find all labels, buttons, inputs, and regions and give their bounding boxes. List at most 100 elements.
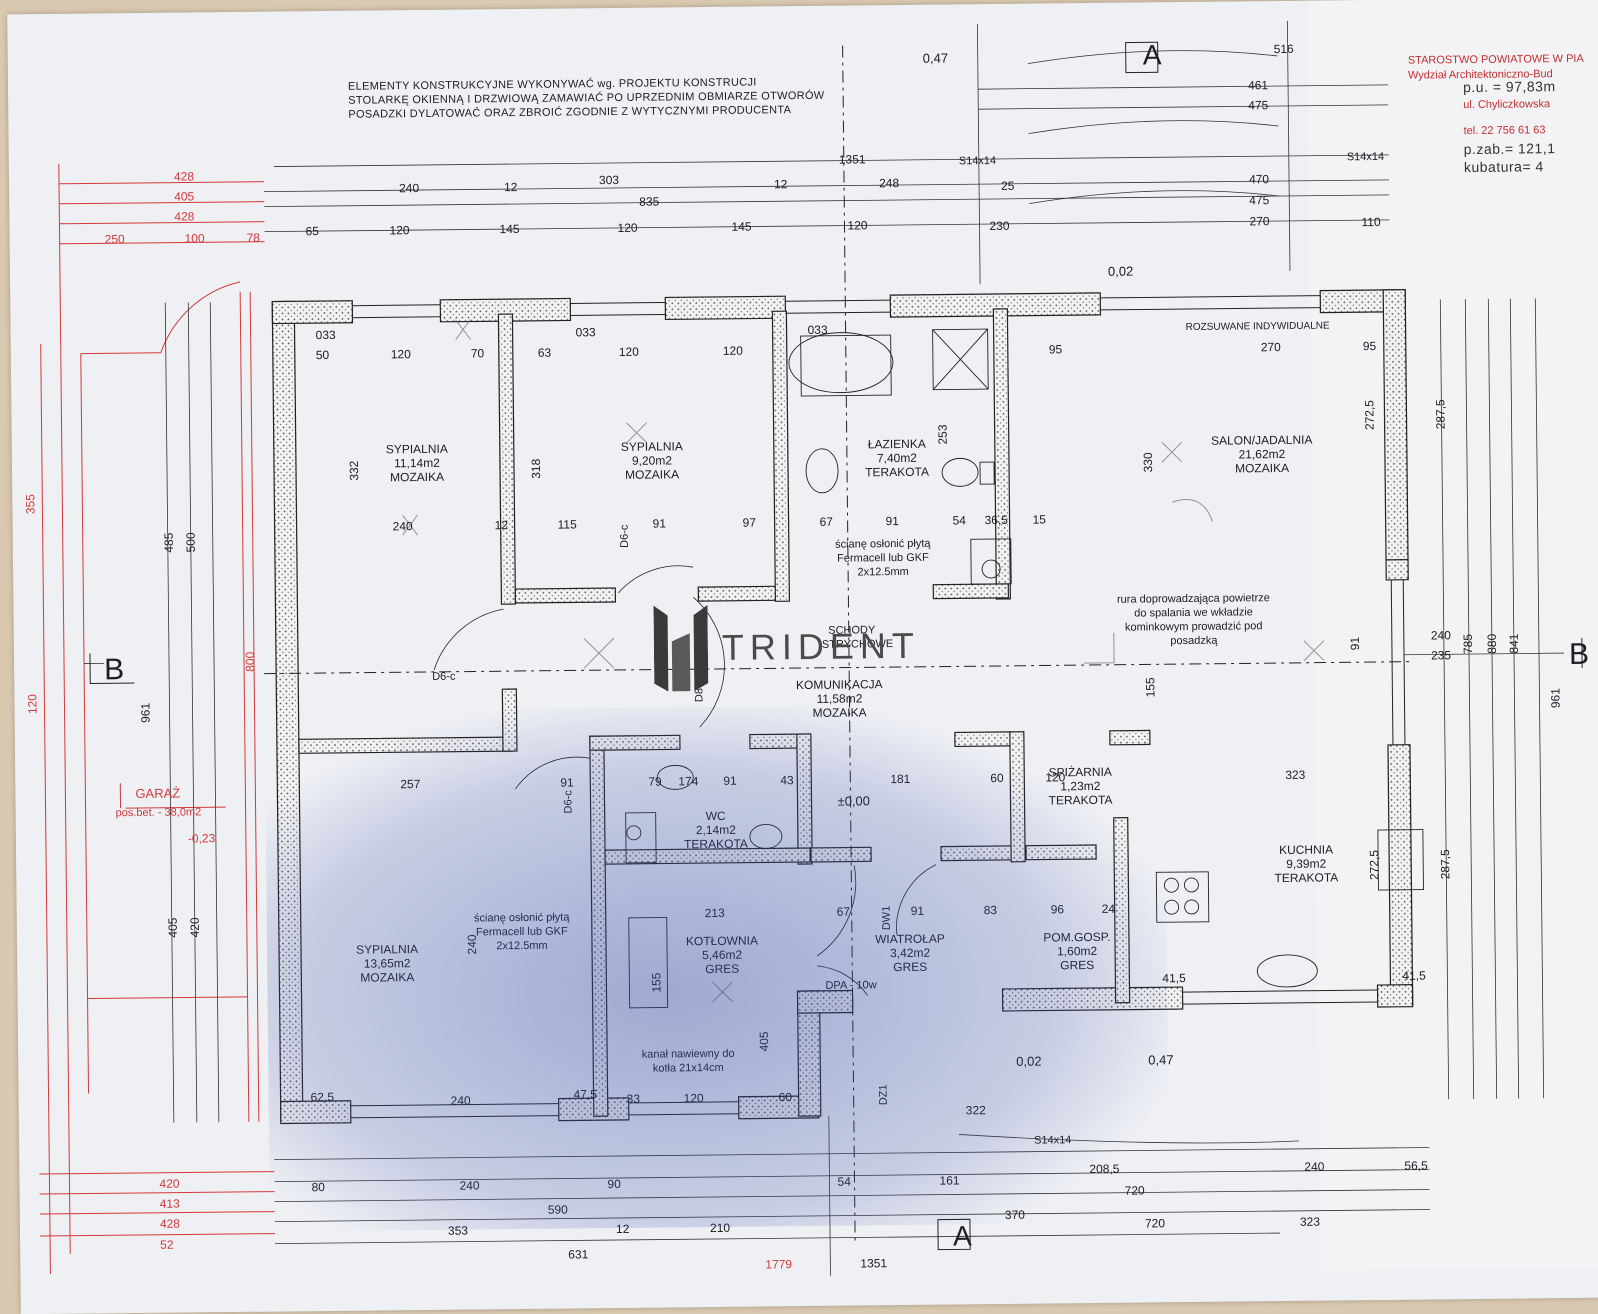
svg-text:257: 257	[400, 777, 420, 791]
svg-text:210: 210	[710, 1221, 730, 1235]
svg-text:41,5: 41,5	[1162, 971, 1186, 985]
svg-text:161: 161	[939, 1173, 959, 1187]
svg-text:43: 43	[780, 773, 794, 787]
svg-text:250: 250	[105, 232, 125, 246]
svg-text:461: 461	[1248, 78, 1268, 92]
svg-text:720: 720	[1125, 1183, 1145, 1197]
svg-text:DZ1: DZ1	[877, 1084, 889, 1105]
svg-text:155: 155	[1143, 677, 1157, 697]
svg-text:12: 12	[616, 1222, 630, 1236]
svg-text:91: 91	[560, 775, 574, 789]
svg-text:428: 428	[160, 1217, 180, 1231]
top-dimension-lines	[262, 20, 1390, 292]
svg-text:405: 405	[174, 189, 194, 203]
svg-text:420: 420	[188, 917, 202, 937]
svg-text:240: 240	[459, 1178, 479, 1192]
svg-text:D6-c: D6-c	[562, 790, 574, 814]
svg-text:S14x14: S14x14	[1347, 151, 1384, 163]
svg-text:12: 12	[495, 518, 509, 532]
svg-text:62,5: 62,5	[311, 1090, 335, 1104]
svg-text:GARAŻ: GARAŻ	[135, 786, 180, 801]
svg-text:S14x14: S14x14	[1034, 1134, 1071, 1146]
svg-text:56,5: 56,5	[1404, 1159, 1428, 1173]
svg-text:D6-c: D6-c	[432, 671, 456, 683]
svg-text:120: 120	[619, 345, 639, 359]
svg-text:120: 120	[617, 221, 637, 235]
svg-text:353: 353	[448, 1224, 468, 1238]
svg-text:24: 24	[1102, 902, 1116, 916]
svg-text:475: 475	[1248, 98, 1268, 112]
svg-text:90: 90	[607, 1177, 621, 1191]
svg-text:485: 485	[162, 532, 176, 552]
svg-text:413: 413	[160, 1197, 180, 1211]
red-dimension-labels: 428 405 428 250 100 78 355 120 800 420 4…	[20, 163, 793, 1279]
air-duct-note: rura doprowadzająca powietrze do spalani…	[1113, 591, 1274, 649]
svg-text:DW1: DW1	[881, 906, 893, 931]
svg-text:54: 54	[953, 513, 967, 527]
svg-text:91: 91	[1348, 637, 1362, 651]
svg-text:240: 240	[1304, 1160, 1324, 1174]
svg-text:pos.bet. - 38,0m2: pos.bet. - 38,0m2	[116, 806, 202, 819]
svg-text:155: 155	[649, 972, 663, 992]
svg-text:60: 60	[779, 1090, 793, 1104]
svg-text:287,5: 287,5	[1438, 849, 1452, 880]
svg-text:A: A	[1143, 39, 1162, 70]
svg-text:322: 322	[966, 1103, 986, 1117]
svg-text:41,5: 41,5	[1402, 969, 1426, 983]
svg-text:470: 470	[1249, 172, 1269, 186]
svg-text:-0,23: -0,23	[188, 831, 216, 845]
svg-text:428: 428	[174, 209, 194, 223]
svg-text:67: 67	[837, 905, 851, 919]
svg-text:52: 52	[160, 1238, 174, 1252]
svg-text:95: 95	[1049, 342, 1063, 356]
svg-text:120: 120	[389, 223, 409, 237]
svg-text:208,5: 208,5	[1089, 1162, 1120, 1176]
svg-text:65: 65	[305, 224, 319, 238]
watermark-text: TRIDENT	[722, 625, 920, 669]
svg-text:12: 12	[504, 180, 518, 194]
svg-text:033: 033	[576, 325, 596, 339]
svg-text:80: 80	[311, 1180, 325, 1194]
svg-text:67: 67	[820, 515, 834, 529]
svg-text:B: B	[1569, 638, 1589, 671]
svg-text:79: 79	[648, 775, 662, 789]
svg-text:272,5: 272,5	[1367, 850, 1381, 881]
svg-text:120: 120	[684, 1091, 704, 1105]
svg-text:420: 420	[159, 1177, 179, 1191]
svg-text:36,5: 36,5	[985, 513, 1009, 527]
fermacell-note-bedroom: ścianę osłonić płytą Fermacell lub GKF 2…	[457, 910, 587, 953]
svg-text:60: 60	[990, 771, 1004, 785]
svg-text:25: 25	[1001, 179, 1015, 193]
svg-text:033: 033	[808, 323, 828, 337]
svg-text:835: 835	[639, 195, 659, 209]
svg-text:370: 370	[1005, 1208, 1025, 1222]
dim-label: 240	[399, 181, 419, 195]
svg-text:±0,00: ±0,00	[837, 793, 870, 808]
svg-text:516: 516	[1274, 42, 1294, 56]
svg-text:303: 303	[599, 173, 619, 187]
svg-text:A: A	[953, 1220, 972, 1251]
svg-text:332: 332	[347, 460, 361, 480]
stamp-line-4: tel. 22 756 61 63	[1463, 124, 1545, 137]
trident-watermark: TRIDENT	[653, 603, 920, 692]
svg-text:96: 96	[1051, 902, 1065, 916]
svg-text:270: 270	[1249, 214, 1269, 228]
svg-text:115: 115	[558, 517, 578, 531]
svg-text:405: 405	[166, 917, 180, 937]
trident-logo-icon	[653, 605, 708, 692]
svg-text:181: 181	[890, 772, 910, 786]
svg-text:323: 323	[1300, 1215, 1320, 1229]
svg-text:1351: 1351	[860, 1256, 887, 1270]
svg-text:0,47: 0,47	[1148, 1052, 1173, 1067]
built-area: p.zab.= 121,1	[1464, 140, 1556, 157]
svg-text:110: 110	[1361, 215, 1381, 229]
svg-text:330: 330	[1141, 452, 1155, 472]
svg-text:15: 15	[1033, 512, 1047, 526]
